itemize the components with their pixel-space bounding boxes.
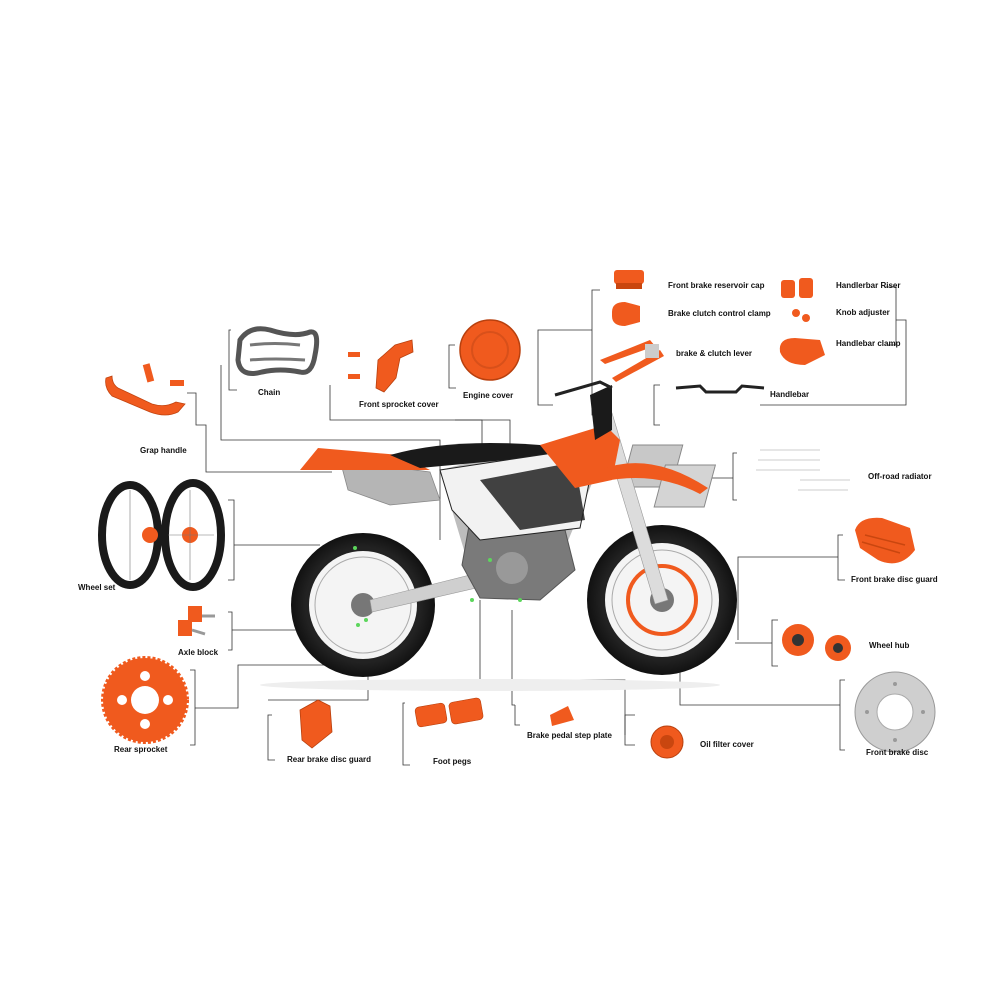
label-wheel-set: Wheel set	[78, 583, 116, 592]
label-front-sprocket-cover: Front sprocket cover	[359, 400, 439, 409]
label-front-brake-disc-guard: Front brake disc guard	[851, 575, 938, 584]
label-knob-adjuster: Knob adjuster	[836, 308, 890, 317]
brake-clutch-lever-part	[600, 340, 664, 382]
front-disc-guard-part	[855, 517, 915, 564]
oil-filter-cover-part	[650, 725, 684, 759]
front-brake-disc-part	[854, 671, 936, 753]
reservoir-cap-part	[614, 270, 644, 289]
label-brake-pedal-step-plate: Brake pedal step plate	[527, 731, 612, 740]
wheel-set-part	[98, 479, 225, 591]
label-grap-handle: Grap handle	[140, 446, 187, 455]
label-front-brake-disc: Front brake disc	[866, 748, 929, 757]
label-engine-cover: Engine cover	[463, 391, 514, 400]
chain-part	[235, 326, 320, 376]
wheel-hub-part	[782, 624, 851, 661]
rear-disc-guard-part	[299, 699, 333, 749]
label-handlebar-clamp: Handlebar clamp	[836, 339, 901, 348]
label-rear-sprocket: Rear sprocket	[114, 745, 168, 754]
label-handlebar: Handlebar	[770, 390, 810, 399]
label-front-brake-reservoir-cap: Front brake reservoir cap	[668, 281, 765, 290]
label-handlerbar-riser: Handlerbar Riser	[836, 281, 901, 290]
label-rear-brake-disc-guard: Rear brake disc guard	[287, 755, 372, 764]
knob-adjuster-part	[792, 309, 810, 322]
label-foot-pegs: Foot pegs	[433, 757, 472, 766]
label-offroad-radiator: Off-road radiator	[868, 472, 932, 481]
control-clamp-part	[612, 302, 640, 326]
handlebar-riser-part	[781, 278, 813, 298]
label-wheel-hub: Wheel hub	[869, 641, 910, 650]
label-chain: Chain	[258, 388, 281, 397]
label-brake-clutch-lever: brake & clutch lever	[676, 349, 753, 358]
axle-block-part	[178, 606, 215, 636]
label-axle-block: Axle block	[178, 648, 219, 657]
motorcycle	[260, 380, 737, 691]
engine-cover-part	[459, 319, 521, 381]
front-sprocket-cover-part	[348, 339, 414, 393]
foot-pegs-part	[414, 697, 484, 728]
handlebar-part	[675, 384, 765, 394]
label-brake-clutch-control-clamp: Brake clutch control clamp	[668, 309, 771, 318]
label-oil-filter-cover: Oil filter cover	[700, 740, 754, 749]
brake-pedal-plate-part	[550, 706, 574, 726]
rear-sprocket-part	[101, 656, 189, 744]
handlebar-clamp-part	[779, 338, 825, 365]
grap-handle-part	[105, 363, 186, 416]
